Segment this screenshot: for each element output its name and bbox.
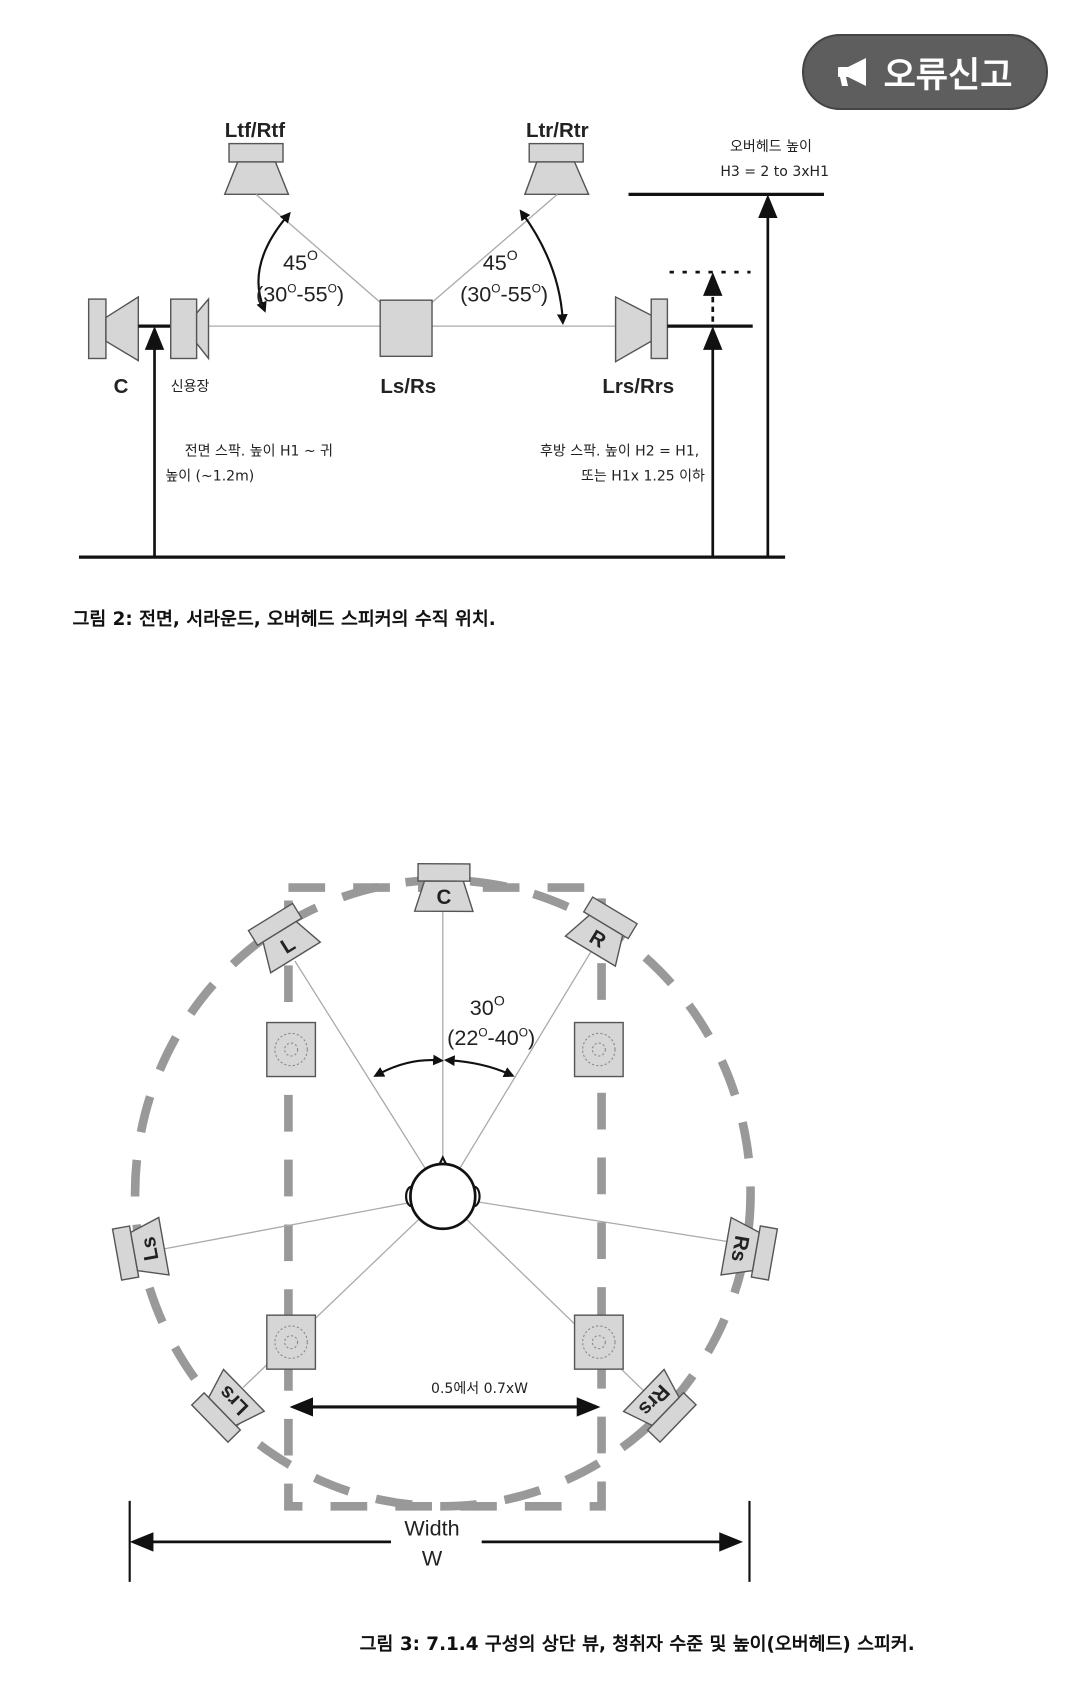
rear-height-line1: 후방 스팍. 높이 H2 = H1,: [540, 444, 699, 460]
speaker-rs: Rs: [720, 1216, 779, 1281]
megaphone-icon: [837, 58, 866, 86]
rear-height-line2: 또는 H1x 1.25 이하: [581, 468, 705, 484]
figure-2-caption: 그림 2: 전면, 서라운드, 오버헤드 스피커의 수직 위치.: [72, 608, 495, 630]
overhead-speaker-rtr: [573, 1314, 624, 1370]
speaker-label-rs: Rs: [726, 1234, 753, 1264]
sightline-rs: [442, 1195, 730, 1243]
speaker-label-c: C: [436, 886, 451, 909]
angle-left: 45O: [283, 247, 318, 275]
label-side: Ls/Rs: [380, 375, 436, 398]
overhead-height-line1: 오버헤드 높이: [730, 139, 812, 155]
overhead-height-line2: H3 = 2 to 3xH1: [720, 164, 829, 180]
sightline-r: [442, 949, 593, 1197]
speaker-center: [87, 295, 140, 362]
label-center: C: [114, 375, 129, 398]
report-error-label: 오류신고: [883, 55, 1013, 96]
angle-range-right: (30O-55O): [460, 281, 548, 306]
overhead-speaker-ltf: [266, 1021, 317, 1078]
speaker-ls: Ls: [111, 1216, 170, 1281]
speaker-center-sub: [170, 297, 210, 361]
angle-front: 30O: [470, 992, 505, 1020]
report-error-button[interactable]: 오류신고: [802, 34, 1048, 110]
width-label: Width: [404, 1515, 459, 1540]
speaker-top-rear: [523, 142, 590, 196]
figure-2: Ltf/Rtf Ltr/Rtr 45O (30O-55O) 45O (30O-: [72, 119, 829, 630]
speaker-c: C: [413, 863, 474, 913]
label-top-rear: Ltr/Rtr: [526, 119, 589, 142]
speaker-r: R: [564, 896, 639, 968]
angle-range-front: (22O-40O): [447, 1025, 535, 1050]
front-height-line1: 전면 스팍. 높이 H1 ~ 귀: [185, 444, 333, 460]
speaker-lrs: Lrs: [190, 1368, 266, 1444]
angle-range-left: (30O-55O): [256, 281, 344, 306]
label-center-sub: 신용장: [171, 379, 210, 395]
speaker-rrs: Rrs: [622, 1368, 698, 1444]
front-height-line2: 높이 (~1.2m): [165, 468, 254, 484]
width-symbol: W: [422, 1546, 443, 1571]
speaker-circle: [130, 875, 755, 1511]
angle-right: 45O: [483, 247, 518, 275]
overhead-speaker-rtf: [573, 1021, 624, 1078]
speaker-side: [379, 299, 433, 358]
label-rear: Lrs/Rrs: [602, 375, 674, 398]
sightline-l: [294, 960, 444, 1197]
figure-3-caption: 그림 3: 7.1.4 구성의 상단 뷰, 청취자 수준 및 높이(오버헤드) …: [360, 1634, 915, 1655]
speaker-label-ls: Ls: [137, 1235, 164, 1263]
speaker-rear: [614, 295, 669, 363]
spacing-label: 0.5에서 0.7xW: [431, 1381, 528, 1397]
overhead-speaker-ltr: [266, 1314, 317, 1370]
overhead-speakers: [266, 1021, 624, 1370]
listener-head: [405, 1155, 481, 1231]
label-top-front: Ltf/Rtf: [225, 119, 286, 142]
speaker-l: L: [247, 902, 322, 974]
sightline-ls: [161, 1195, 443, 1250]
speaker-top-front: [223, 142, 290, 196]
